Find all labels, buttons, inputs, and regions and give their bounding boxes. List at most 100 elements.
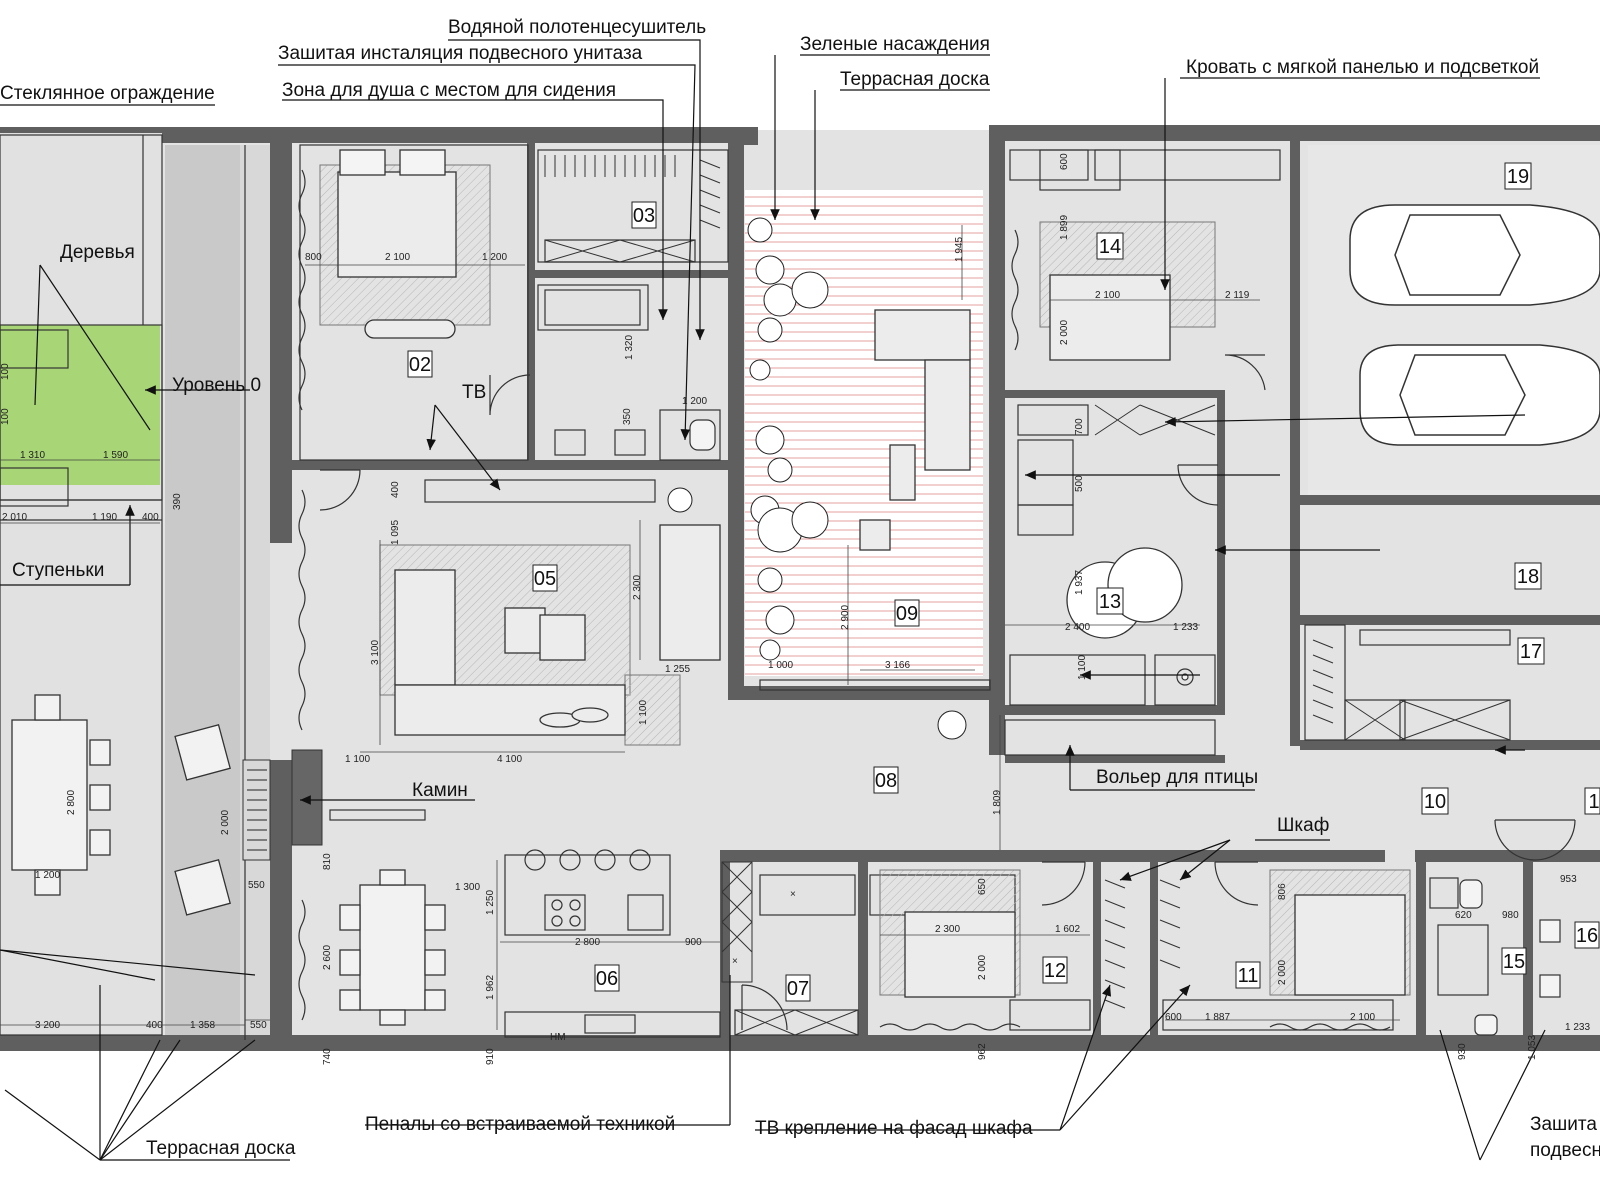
svg-text:1 095: 1 095 (390, 520, 401, 545)
doors (319, 354, 1576, 1031)
room-10: 10 (1421, 787, 1449, 815)
svg-text:700: 700 (1074, 418, 1085, 435)
curtains (298, 169, 1391, 1031)
svg-text:1 200: 1 200 (682, 396, 707, 407)
svg-text:1 100: 1 100 (1077, 655, 1088, 680)
svg-text:2 000: 2 000 (977, 955, 988, 980)
svg-text:1 100: 1 100 (638, 700, 649, 725)
svg-text:2 100: 2 100 (385, 252, 410, 263)
svg-text:НМ: НМ (550, 1032, 566, 1043)
svg-text:07: 07 (787, 978, 809, 1000)
svg-text:08: 08 (875, 770, 897, 792)
svg-text:1 809: 1 809 (992, 790, 1003, 815)
svg-text:980: 980 (1502, 910, 1519, 921)
svg-text:100: 100 (0, 408, 11, 425)
room-02: 02 (407, 350, 433, 378)
callout-level-zero: Уровень 0 (172, 375, 262, 396)
svg-text:2 800: 2 800 (575, 937, 600, 948)
svg-text:910: 910 (485, 1048, 496, 1065)
svg-text:2 600: 2 600 (322, 945, 333, 970)
callout-wc-install-right-1: Зашита (1530, 1114, 1597, 1135)
svg-text:2 100: 2 100 (1350, 1012, 1375, 1023)
svg-text:400: 400 (146, 1020, 163, 1031)
svg-text:400: 400 (142, 512, 159, 523)
svg-text:1 358: 1 358 (190, 1020, 215, 1031)
living-furniture (364, 309, 971, 736)
svg-text:1 300: 1 300 (455, 882, 480, 893)
svg-text:3 166: 3 166 (885, 660, 910, 671)
svg-text:×: × (790, 889, 796, 900)
room-15: 15 (1501, 947, 1527, 975)
svg-text:1 200: 1 200 (35, 870, 60, 881)
svg-text:2 000: 2 000 (220, 810, 231, 835)
callout-wardrobe: Шкаф (1277, 815, 1330, 836)
room-17: 17 (1517, 637, 1545, 665)
svg-text:1 899: 1 899 (1059, 215, 1070, 240)
svg-text:2 800: 2 800 (66, 790, 77, 815)
svg-text:1 053: 1 053 (1527, 1035, 1538, 1060)
svg-text:800: 800 (305, 252, 322, 263)
callout-towel-dryer: Водяной полотенцесушитель (448, 17, 707, 38)
svg-text:17: 17 (1520, 641, 1542, 663)
svg-text:620: 620 (1455, 910, 1472, 921)
callout-bird-aviary: Вольер для птицы (1096, 767, 1259, 788)
svg-text:05: 05 (534, 568, 556, 590)
room-11: 11 (1235, 961, 1261, 989)
svg-text:13: 13 (1099, 591, 1121, 613)
svg-text:18: 18 (1517, 566, 1539, 588)
callout-greenery: Зеленые насаждения (800, 34, 990, 55)
partitions (0, 134, 1511, 1040)
svg-text:2 300: 2 300 (935, 924, 960, 935)
room-06: 06 (594, 964, 620, 992)
fireplace (242, 749, 323, 861)
dimension-labels: 800 2 100 1 200 1 320 350 1 200 1 945 60… (0, 153, 1590, 1065)
svg-text:550: 550 (250, 1020, 267, 1031)
svg-text:15: 15 (1503, 951, 1525, 973)
callout-tv: ТВ (462, 382, 487, 403)
svg-text:2 100: 2 100 (1095, 290, 1120, 301)
room-07: 07 (785, 974, 811, 1002)
svg-text:1: 1 (1588, 791, 1599, 813)
svg-text:02: 02 (409, 354, 431, 376)
svg-text:1 000: 1 000 (768, 660, 793, 671)
svg-text:1 250: 1 250 (485, 890, 496, 915)
dimension-lines (0, 225, 1400, 1030)
svg-text:1 190: 1 190 (92, 512, 117, 523)
cars (1349, 204, 1600, 446)
callout-steps: Ступеньки (12, 560, 105, 581)
svg-text:650: 650 (977, 878, 988, 895)
svg-text:10: 10 (1424, 791, 1446, 813)
wardrobe-hangers (544, 155, 1334, 1009)
svg-text:930: 930 (1457, 1043, 1468, 1060)
svg-text:1 310: 1 310 (20, 450, 45, 461)
kitchen (524, 849, 664, 1034)
svg-text:740: 740 (322, 1048, 333, 1065)
svg-text:1 937: 1 937 (1074, 570, 1085, 595)
callout-terrace-deck-top: Террасная доска (840, 69, 990, 90)
leader-lines (0, 39, 1546, 1161)
svg-text:1 590: 1 590 (103, 450, 128, 461)
beds (337, 149, 1406, 998)
svg-text:390: 390 (172, 493, 183, 510)
svg-text:2 400: 2 400 (1065, 622, 1090, 633)
svg-text:19: 19 (1507, 166, 1529, 188)
storage-crosses (544, 239, 1511, 1036)
svg-text:550: 550 (248, 880, 265, 891)
svg-text:1 200: 1 200 (482, 252, 507, 263)
walls (0, 125, 1600, 1051)
svg-text:3 200: 3 200 (35, 1020, 60, 1031)
callout-tv-mount: ТВ крепление на фасад шкафа (755, 1118, 1033, 1139)
svg-text:1 255: 1 255 (665, 664, 690, 675)
svg-text:100: 100 (0, 363, 11, 380)
svg-text:1 320: 1 320 (624, 335, 635, 360)
svg-text:11: 11 (1238, 965, 1259, 987)
svg-text:14: 14 (1099, 236, 1121, 258)
svg-text:1 962: 1 962 (485, 975, 496, 1000)
svg-text:400: 400 (390, 481, 401, 498)
svg-text:1 233: 1 233 (1565, 1022, 1590, 1033)
room-03: 03 (631, 201, 657, 229)
callout-wc-install-right-2: подвесн (1530, 1140, 1600, 1161)
svg-text:962: 962 (977, 1043, 988, 1060)
room-12: 12 (1042, 956, 1068, 984)
